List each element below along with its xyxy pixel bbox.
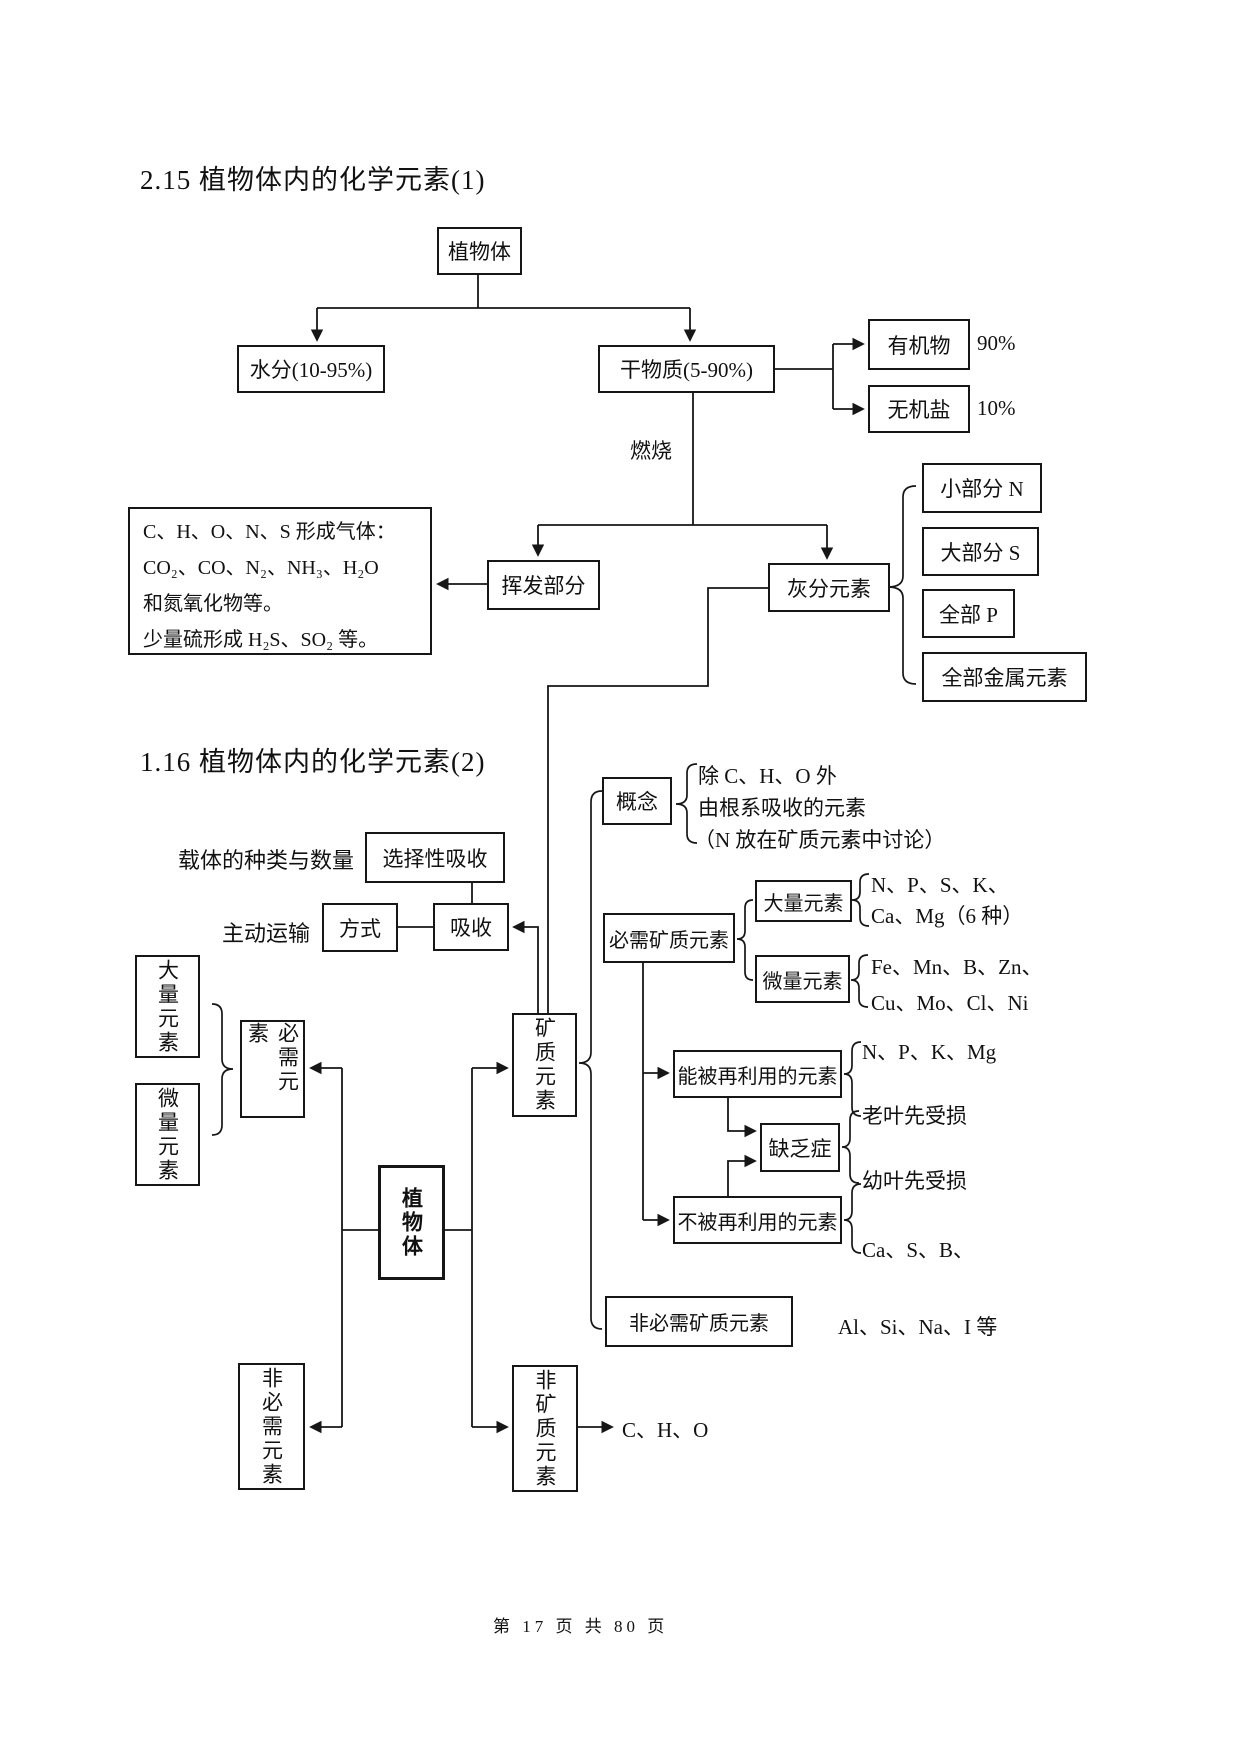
burn-label: 燃烧	[630, 439, 672, 463]
young-leaf-label: 幼叶先受损	[862, 1169, 967, 1193]
node-non-essential-mineral: 非必需矿质元素	[605, 1296, 793, 1347]
carrier-label: 载体的种类与数量	[178, 848, 355, 873]
node-absorb: 吸收	[433, 903, 509, 951]
node-ash-item-metals: 全部金属元素	[922, 652, 1087, 702]
organic-percent: 90%	[977, 331, 1016, 355]
node-macro-elements: 大量元素	[755, 880, 852, 922]
inorganic-percent: 10%	[977, 396, 1016, 420]
micro-els-line: Fe、Mn、B、Zn、	[871, 955, 1043, 979]
node-plant-body-1: 植物体	[437, 227, 522, 275]
gas-line: 和氮氧化物等。	[143, 593, 283, 615]
node-water: 水分(10-95%)	[237, 345, 385, 393]
macro-els-line: Ca、Mg（6 种）	[871, 904, 1024, 928]
gas-line: CO₂、CO、N₂、NH₃、H₂O	[143, 557, 379, 579]
micro-brace	[850, 954, 869, 1008]
node-organic: 有机物	[868, 319, 970, 370]
node-mode: 方式	[322, 903, 398, 952]
reusable-brace	[843, 1041, 862, 1117]
concept-line: 除 C、H、O 外	[698, 764, 837, 788]
node-non-essential-elements: 非必需元素	[238, 1363, 305, 1490]
ash-brace	[887, 485, 917, 685]
node-essential-elements: 必需元素	[240, 1020, 305, 1118]
node-volatile-part: 挥发部分	[487, 560, 600, 610]
gas-note-box: C、H、O、N、S 形成气体： CO₂、CO、N₂、NH₃、H₂O 和氮氧化物等…	[128, 507, 432, 655]
reusable-els: N、P、K、Mg	[862, 1040, 997, 1064]
macro-els-line: N、P、S、K、	[871, 873, 1009, 897]
node-non-mineral-elements: 非矿质元素	[512, 1365, 578, 1492]
section-title-1: 2.15 植物体内的化学元素(1)	[140, 165, 486, 195]
node-micro-elements-left: 微量元素	[135, 1083, 200, 1186]
section-title-2: 1.16 植物体内的化学元素(2)	[140, 747, 486, 777]
node-dry-matter: 干物质(5-90%)	[598, 345, 775, 393]
node-micro-elements: 微量元素	[755, 955, 850, 1003]
active-transport-label: 主动运输	[222, 921, 311, 946]
node-essential-mineral: 必需矿质元素	[603, 913, 735, 963]
node-selective-absorb: 选择性吸收	[365, 832, 505, 883]
non-reusable-brace	[843, 1183, 862, 1254]
concept-line: （N 放在矿质元素中讨论）	[694, 828, 946, 852]
macro-brace	[851, 873, 870, 927]
page-footer: 第 17 页 共 80 页	[493, 1617, 669, 1636]
node-non-reusable-elements: 不被再利用的元素	[673, 1196, 842, 1244]
node-plant-body-2: 植物体	[378, 1165, 445, 1280]
non-essential-mineral-els: Al、Si、Na、I 等	[838, 1315, 998, 1339]
non-reusable-els: Ca、S、B、	[862, 1238, 975, 1262]
deficiency-brace	[841, 1110, 860, 1184]
gas-line: C、H、O、N、S 形成气体：	[143, 521, 396, 543]
node-ash-elements: 灰分元素	[768, 563, 890, 612]
mineral-brace	[578, 790, 603, 1330]
cho-label: C、H、O	[622, 1418, 709, 1442]
node-mineral-elements: 矿质元素	[512, 1013, 577, 1117]
concept-line: 由根系吸收的元素	[698, 796, 866, 820]
micro-els-line: Cu、Mo、Cl、Ni	[871, 991, 1029, 1015]
essential-left-brace	[211, 1003, 234, 1136]
old-leaf-label: 老叶先受损	[862, 1104, 967, 1128]
node-inorganic-salt: 无机盐	[868, 385, 970, 433]
node-ash-item-s: 大部分 S	[922, 527, 1039, 576]
gas-line: 少量硫形成 H₂S、SO₂ 等。	[143, 629, 379, 651]
node-deficiency: 缺乏症	[760, 1123, 840, 1172]
node-ash-item-n: 小部分 N	[922, 463, 1042, 513]
node-concept: 概念	[602, 777, 672, 825]
node-macro-elements-left: 大量元素	[135, 955, 200, 1058]
node-ash-item-p: 全部 P	[922, 589, 1015, 638]
node-reusable-elements: 能被再利用的元素	[673, 1050, 842, 1098]
essential-mineral-brace	[736, 899, 754, 981]
